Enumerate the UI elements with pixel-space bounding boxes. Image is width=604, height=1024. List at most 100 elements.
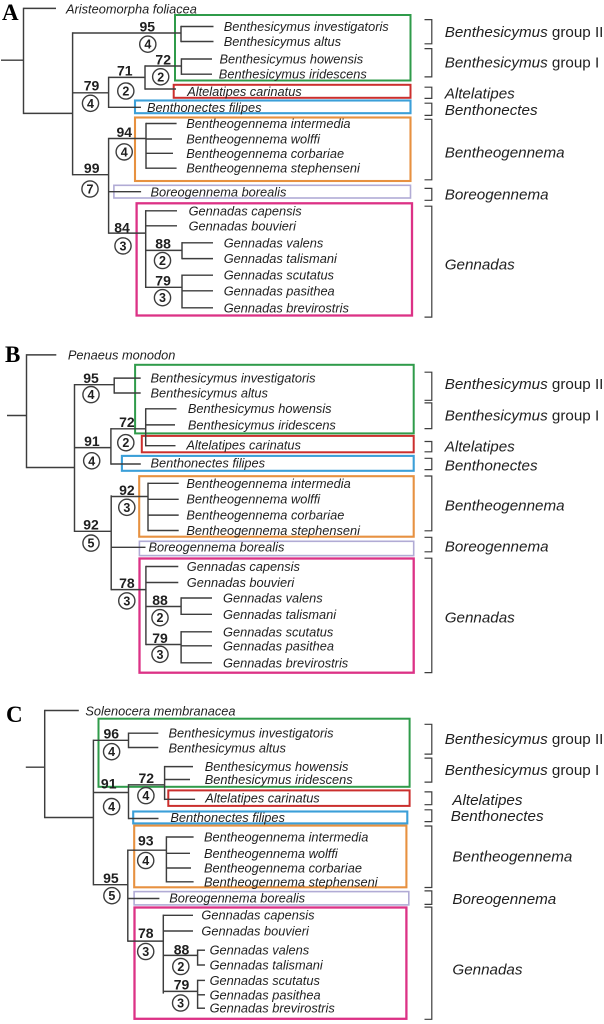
svg-text:79: 79 xyxy=(84,78,100,94)
svg-text:Bentheogennema wolffi: Bentheogennema wolffi xyxy=(186,492,321,507)
svg-text:4: 4 xyxy=(108,800,115,814)
svg-text:Benthesicymus investigatoris: Benthesicymus investigatoris xyxy=(169,726,335,741)
svg-text:3: 3 xyxy=(159,291,166,305)
svg-text:Benthonectes filipes: Benthonectes filipes xyxy=(151,456,266,471)
svg-text:Gennadas scutatus: Gennadas scutatus xyxy=(224,268,335,283)
svg-text:Bentheogennema corbariae: Bentheogennema corbariae xyxy=(204,860,362,875)
svg-text:84: 84 xyxy=(114,219,130,235)
svg-text:Boreogennema: Boreogennema xyxy=(452,891,556,908)
svg-text:Altelatipes: Altelatipes xyxy=(444,439,515,456)
svg-text:99: 99 xyxy=(84,160,100,176)
svg-text:Altelatipes: Altelatipes xyxy=(444,85,515,102)
svg-text:Altelatipes carinatus: Altelatipes carinatus xyxy=(204,791,320,806)
svg-text:Boreogennema: Boreogennema xyxy=(445,539,549,556)
svg-text:Benthonectes: Benthonectes xyxy=(445,102,538,119)
svg-text:91: 91 xyxy=(84,433,100,449)
svg-text:Gennadas: Gennadas xyxy=(445,256,515,273)
svg-text:Bentheogennema wolffi: Bentheogennema wolffi xyxy=(204,846,339,861)
svg-text:Gennadas brevirostris: Gennadas brevirostris xyxy=(224,300,350,315)
svg-text:88: 88 xyxy=(155,236,171,252)
svg-text:Bentheogennema stephenseni: Bentheogennema stephenseni xyxy=(186,523,361,538)
svg-text:Benthesicymus howensis: Benthesicymus howensis xyxy=(205,759,349,774)
svg-text:Gennadas capensis: Gennadas capensis xyxy=(187,559,301,574)
svg-text:Boreogennema borealis: Boreogennema borealis xyxy=(169,890,305,905)
svg-text:Bentheogennema: Bentheogennema xyxy=(445,497,565,514)
svg-text:Benthonectes: Benthonectes xyxy=(445,458,538,475)
svg-text:3: 3 xyxy=(157,648,164,662)
svg-text:94: 94 xyxy=(117,124,133,140)
svg-text:72: 72 xyxy=(139,770,155,786)
svg-text:Benthesicymus investigatoris: Benthesicymus investigatoris xyxy=(151,371,317,386)
svg-text:Bentheogennema: Bentheogennema xyxy=(452,849,572,866)
svg-text:88: 88 xyxy=(174,942,190,958)
svg-text:3: 3 xyxy=(123,594,130,608)
svg-text:79: 79 xyxy=(174,977,190,993)
svg-text:Benthesicymus altus: Benthesicymus altus xyxy=(169,740,287,755)
svg-text:96: 96 xyxy=(104,726,120,742)
svg-text:2: 2 xyxy=(157,611,164,625)
svg-text:3: 3 xyxy=(142,945,149,959)
svg-text:Benthonectes: Benthonectes xyxy=(451,808,544,825)
svg-text:Gennadas scutatus: Gennadas scutatus xyxy=(223,624,334,639)
svg-text:Gennadas talismani: Gennadas talismani xyxy=(224,251,338,266)
svg-text:72: 72 xyxy=(155,51,171,67)
svg-text:Gennadas valens: Gennadas valens xyxy=(223,590,323,605)
svg-text:Gennadas capensis: Gennadas capensis xyxy=(189,203,303,218)
svg-text:Benthesicymus iridescens: Benthesicymus iridescens xyxy=(188,418,337,433)
svg-text:79: 79 xyxy=(152,630,168,646)
svg-text:Bentheogennema corbariae: Bentheogennema corbariae xyxy=(186,146,344,161)
svg-text:Gennadas bouvieri: Gennadas bouvieri xyxy=(201,923,310,938)
svg-text:Altelatipes: Altelatipes xyxy=(451,792,522,809)
svg-text:4: 4 xyxy=(144,38,151,52)
svg-text:92: 92 xyxy=(119,482,135,498)
svg-text:Gennadas: Gennadas xyxy=(445,610,515,627)
svg-text:Gennadas valens: Gennadas valens xyxy=(224,235,324,250)
svg-text:Benthesicymus group I: Benthesicymus group I xyxy=(445,408,600,425)
svg-text:4: 4 xyxy=(121,145,128,159)
svg-text:Gennadas pasithea: Gennadas pasithea xyxy=(210,987,321,1002)
svg-text:79: 79 xyxy=(155,272,171,288)
svg-text:Benthesicymus howensis: Benthesicymus howensis xyxy=(188,401,332,416)
svg-text:Gennadas pasithea: Gennadas pasithea xyxy=(224,283,335,298)
svg-text:Bentheogennema stephenseni: Bentheogennema stephenseni xyxy=(186,161,361,176)
svg-text:Gennadas talismani: Gennadas talismani xyxy=(223,607,337,622)
svg-text:72: 72 xyxy=(119,414,135,430)
svg-text:2: 2 xyxy=(122,436,129,450)
svg-text:88: 88 xyxy=(152,592,168,608)
svg-text:Gennadas brevirostris: Gennadas brevirostris xyxy=(210,1001,336,1016)
svg-text:4: 4 xyxy=(87,97,94,111)
svg-text:Benthonectes filipes: Benthonectes filipes xyxy=(170,810,285,825)
svg-text:4: 4 xyxy=(142,789,149,803)
svg-text:Bentheogennema intermedia: Bentheogennema intermedia xyxy=(204,829,368,844)
svg-text:Gennadas scutatus: Gennadas scutatus xyxy=(210,973,321,988)
svg-text:91: 91 xyxy=(101,776,117,792)
svg-text:Gennadas: Gennadas xyxy=(452,962,522,979)
svg-text:3: 3 xyxy=(177,997,184,1011)
svg-text:5: 5 xyxy=(108,889,115,903)
svg-text:Boreogennema borealis: Boreogennema borealis xyxy=(151,184,287,199)
svg-text:2: 2 xyxy=(159,254,166,268)
svg-text:C: C xyxy=(6,702,23,727)
svg-text:Benthesicymus altus: Benthesicymus altus xyxy=(151,385,269,400)
svg-text:Solenocera membranacea: Solenocera membranacea xyxy=(85,703,235,718)
svg-text:Benthesicymus group II: Benthesicymus group II xyxy=(445,731,604,748)
svg-text:Benthesicymus iridescens: Benthesicymus iridescens xyxy=(219,66,368,81)
svg-text:Benthesicymus group I: Benthesicymus group I xyxy=(445,762,600,779)
svg-text:4: 4 xyxy=(108,745,115,759)
svg-text:Benthesicymus altus: Benthesicymus altus xyxy=(224,34,342,49)
svg-text:7: 7 xyxy=(87,183,94,197)
svg-text:78: 78 xyxy=(119,575,135,591)
svg-text:95: 95 xyxy=(103,870,119,886)
svg-text:71: 71 xyxy=(117,63,133,79)
svg-text:A: A xyxy=(2,0,19,25)
svg-text:Gennadas brevirostris: Gennadas brevirostris xyxy=(223,655,349,670)
svg-text:Aristeomorpha foliacea: Aristeomorpha foliacea xyxy=(65,2,197,17)
svg-text:4: 4 xyxy=(88,388,95,402)
svg-text:Bentheogennema intermedia: Bentheogennema intermedia xyxy=(186,476,350,491)
svg-text:3: 3 xyxy=(120,239,127,253)
svg-text:Gennadas valens: Gennadas valens xyxy=(210,943,310,958)
svg-text:4: 4 xyxy=(142,854,149,868)
svg-text:Bentheogennema intermedia: Bentheogennema intermedia xyxy=(186,116,350,131)
svg-text:Altelatipes carinatus: Altelatipes carinatus xyxy=(185,438,301,453)
svg-text:2: 2 xyxy=(157,70,164,84)
